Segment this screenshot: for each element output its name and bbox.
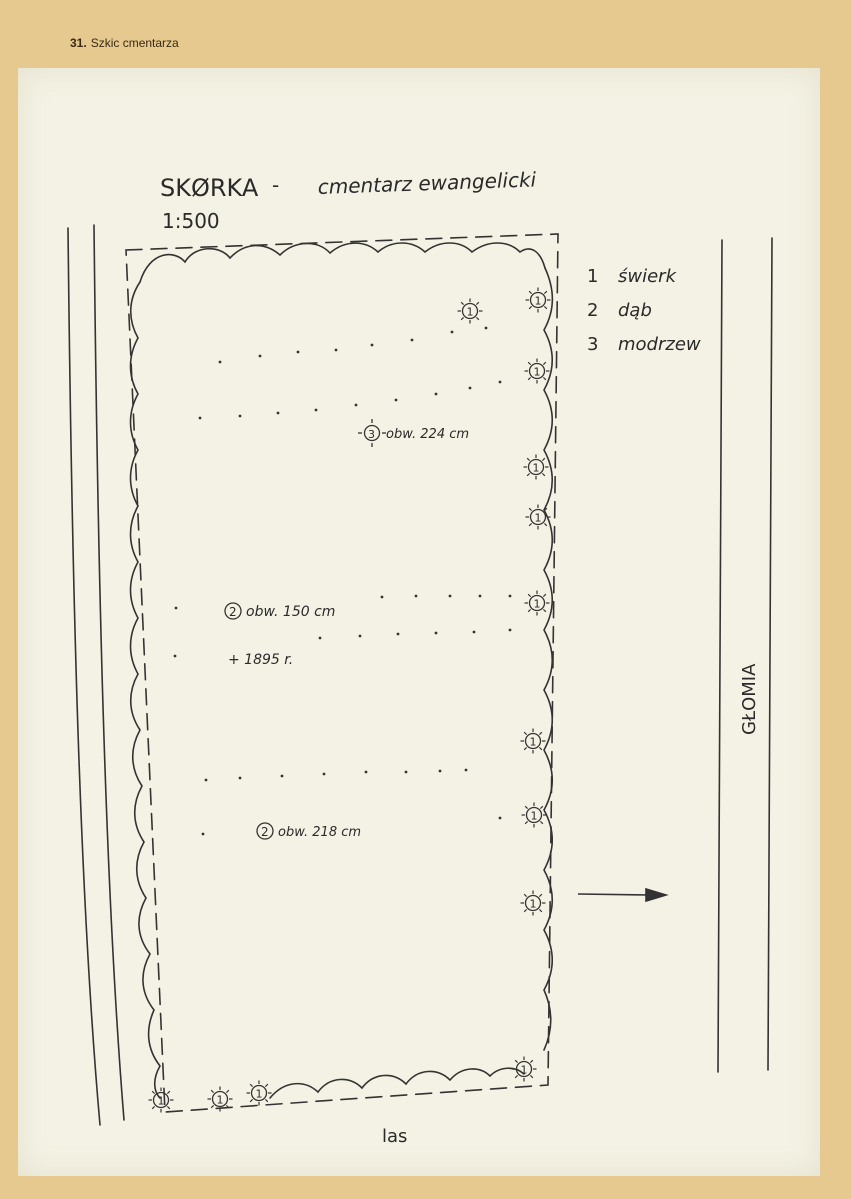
tree-marker-number: 1 bbox=[256, 1088, 263, 1101]
annotation-text-2: obw. 150 cm bbox=[246, 604, 335, 620]
legend-num-3: 3 bbox=[587, 334, 598, 355]
tree-marker-number: 1 bbox=[217, 1094, 224, 1107]
legend-num-2: 2 bbox=[587, 300, 598, 321]
tree-marker-number: 1 bbox=[530, 736, 537, 749]
right-road-line-inner bbox=[717, 239, 723, 1073]
tree-marker-number: 1 bbox=[158, 1095, 165, 1108]
sketch-sheet bbox=[18, 68, 820, 1176]
tree-marker: 1 bbox=[525, 504, 551, 530]
grave-rows bbox=[173, 326, 512, 836]
tree-marker: 1 bbox=[148, 1087, 174, 1113]
map-title: SKØRKA bbox=[160, 174, 259, 202]
hedge-top bbox=[139, 242, 546, 283]
tree-marker-number: 1 bbox=[531, 810, 538, 823]
tree-marker: 1 bbox=[520, 728, 546, 754]
tree-marker: 1 bbox=[521, 802, 547, 828]
annotation-text-3: + 1895 r. bbox=[228, 652, 293, 668]
tree-marker-number: 1 bbox=[530, 898, 537, 911]
annotation-num-1: 3 bbox=[368, 428, 375, 441]
tree-marker: 1 bbox=[511, 1056, 537, 1082]
legend-label-1: świerk bbox=[618, 266, 678, 287]
hedge-right bbox=[543, 267, 554, 1051]
legend-label-3: modrzew bbox=[618, 334, 701, 355]
annotation-num-2: 2 bbox=[229, 605, 237, 619]
annotation-circle-1 bbox=[363, 424, 381, 442]
right-road-line-outer bbox=[767, 237, 773, 1071]
tree-marker: 1 bbox=[520, 890, 546, 916]
annotation-text-1: obw. 224 cm bbox=[386, 427, 469, 442]
hedge-bottom bbox=[269, 1067, 525, 1099]
title-dash: - bbox=[272, 173, 279, 197]
tree-marker-number: 1 bbox=[533, 462, 540, 475]
annotation-circle-2 bbox=[224, 602, 242, 620]
caption-number: 31. bbox=[70, 36, 87, 50]
annotation-circle-3 bbox=[256, 822, 274, 840]
left-road-line-outer bbox=[67, 227, 101, 1126]
cemetery-boundary bbox=[125, 233, 559, 1113]
legend-num-1: 1 bbox=[587, 266, 598, 287]
tree-marker: 1 bbox=[525, 287, 551, 313]
annotation-num-4: 2 bbox=[261, 825, 269, 839]
tree-marker-number: 1 bbox=[534, 366, 541, 379]
map-scale: 1:500 bbox=[162, 209, 220, 233]
tree-marker: 1 bbox=[524, 590, 550, 616]
tree-marker: 1 bbox=[246, 1080, 272, 1106]
tree-markers: 1 1 1 1 1 1 1 1 1 1 1 1 1 bbox=[148, 287, 551, 1113]
left-road-line-inner bbox=[93, 224, 125, 1121]
tree-marker: 1 bbox=[523, 454, 549, 480]
bottom-label: las bbox=[382, 1126, 407, 1147]
direction-arrow bbox=[577, 887, 669, 903]
annotation-text-4: obw. 218 cm bbox=[278, 825, 361, 840]
legend-label-2: dąb bbox=[618, 300, 652, 321]
tree-marker-number: 1 bbox=[534, 598, 541, 611]
hedge-left bbox=[129, 281, 161, 1099]
tree-marker-number: 1 bbox=[535, 295, 542, 308]
caption-text: Szkic cmentarza bbox=[90, 36, 179, 50]
tree-marker-number: 1 bbox=[535, 512, 542, 525]
page-caption: 31.Szkic cmentarza bbox=[70, 36, 179, 50]
tree-marker: 1 bbox=[207, 1086, 233, 1112]
tree-marker: 1 bbox=[457, 298, 483, 324]
tree-marker-number: 1 bbox=[467, 306, 474, 319]
road-label: GŁOMIA bbox=[739, 663, 760, 735]
tree-marker-number: 1 bbox=[521, 1064, 528, 1077]
tree-marker: 1 bbox=[524, 358, 550, 384]
map-subtitle: cmentarz ewangelicki bbox=[317, 167, 537, 199]
spruce-symbol-large bbox=[358, 419, 386, 447]
